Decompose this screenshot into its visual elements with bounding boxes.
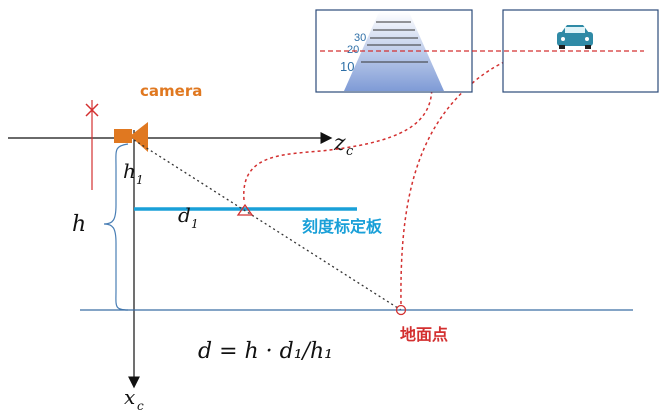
xc-axis-label: x (124, 385, 135, 409)
xc-axis-subscript: c (137, 399, 144, 413)
board-to-inset-curve (243, 67, 438, 201)
scale-tick-30: 30 (354, 32, 366, 44)
car-icon (557, 25, 593, 49)
scale-tick-20: 20 (347, 44, 359, 56)
zc-axis-subscript: c (346, 144, 354, 159)
h1-subscript: 1 (136, 173, 144, 187)
h1-label: h (123, 159, 136, 183)
calibration-board-label: 刻度标定板 (302, 217, 383, 236)
scale-tick-10: 10 (340, 59, 354, 74)
ground-point-label: 地面点 (400, 325, 448, 344)
ground-point-marker (395, 304, 407, 316)
d1-subscript: 1 (191, 217, 199, 231)
d1-label: d (178, 203, 191, 227)
camera-icon (114, 122, 148, 152)
h-label: h (72, 212, 86, 237)
camera-label: camera (140, 82, 202, 100)
h-brace (103, 143, 129, 311)
distance-formula: d = h · d₁/h₁ (198, 339, 333, 364)
zc-axis-label: z (333, 131, 346, 156)
board-intersection-marker (236, 203, 254, 216)
cross-marker-icon (85, 103, 99, 117)
